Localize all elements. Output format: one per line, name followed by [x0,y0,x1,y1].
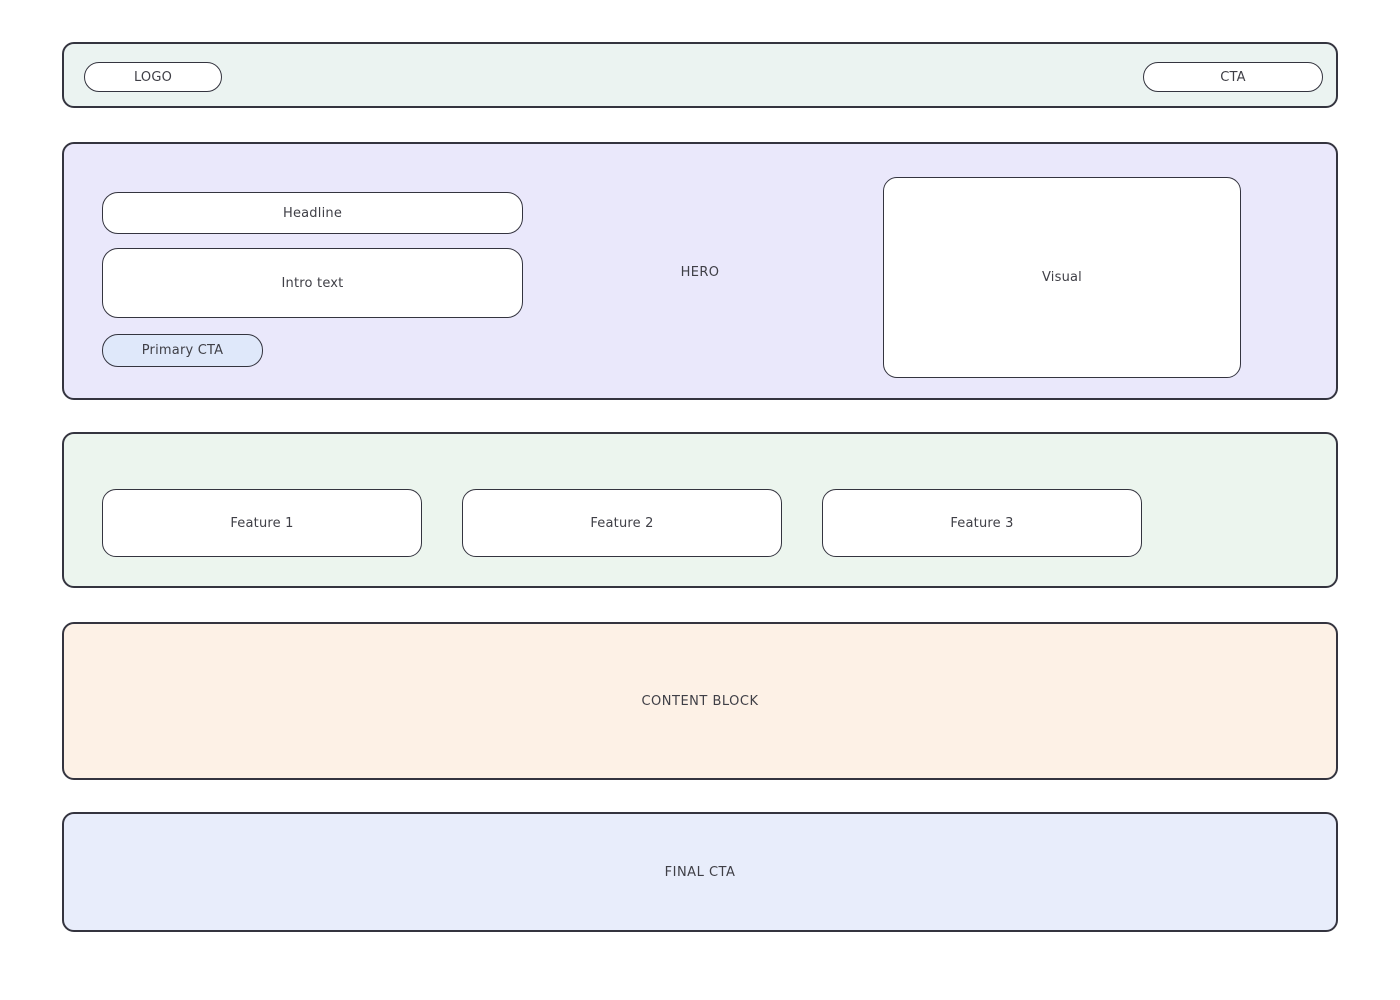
intro-text-placeholder: Intro text [102,248,523,318]
features-section: Feature 1 Feature 2 Feature 3 [62,432,1338,588]
feature-card-1: Feature 1 [102,489,422,557]
header-section: LOGO CTA [62,42,1338,108]
logo: LOGO [84,62,222,92]
intro-text-label: Intro text [281,275,344,291]
final-cta-section: FINAL CTA [62,812,1338,932]
feature-2-label: Feature 2 [590,515,654,531]
feature-card-2: Feature 2 [462,489,782,557]
logo-label: LOGO [133,69,173,85]
feature-1-label: Feature 1 [230,515,294,531]
final-cta-label: FINAL CTA [664,864,736,880]
headline-label: Headline [282,205,343,221]
content-block-label: CONTENT BLOCK [641,693,759,709]
hero-visual-label: Visual [1041,270,1082,285]
feature-3-label: Feature 3 [950,515,1014,531]
hero-section: Headline Intro text Primary CTA HERO Vis… [62,142,1338,400]
primary-cta-label: Primary CTA [141,343,224,358]
feature-card-3: Feature 3 [822,489,1142,557]
content-block-section: CONTENT BLOCK [62,622,1338,780]
headline-placeholder: Headline [102,192,523,234]
header-cta-button[interactable]: CTA [1143,62,1323,92]
header-cta-label: CTA [1220,69,1246,85]
primary-cta-button[interactable]: Primary CTA [102,334,263,367]
hero-visual-placeholder: Visual [883,177,1241,378]
